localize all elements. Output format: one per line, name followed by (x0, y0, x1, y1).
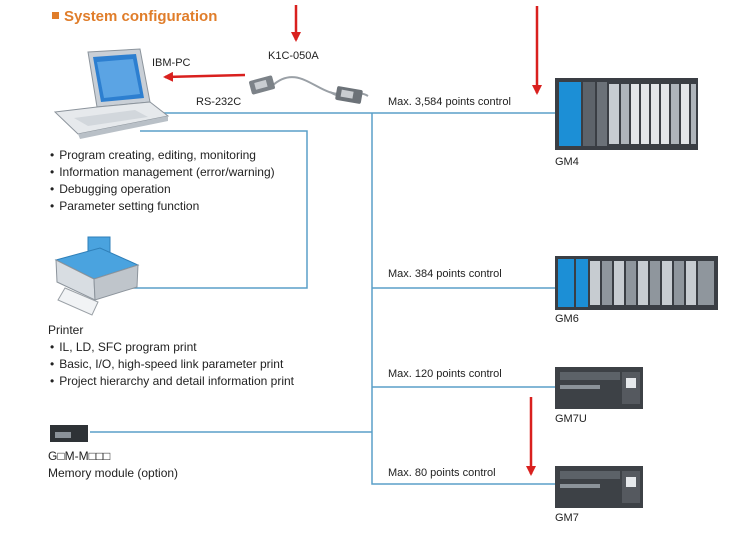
cable-icon (249, 75, 369, 104)
red-arrows (163, 5, 542, 476)
memory-code-label: G□M-M□□□ (48, 449, 111, 463)
memory-desc-label: Memory module (option) (48, 466, 179, 480)
list-item: Parameter setting function (50, 198, 275, 215)
line-printer (130, 130, 308, 289)
gm7-capacity-label: Max. 80 points control (388, 467, 496, 479)
memory-module-icon (50, 425, 88, 442)
printer-feature-list: IL, LD, SFC program print Basic, I/O, hi… (50, 339, 294, 390)
gm4-capacity-label: Max. 3,584 points control (388, 96, 511, 108)
title-bullet-icon (52, 11, 59, 19)
gm7-plc-icon (555, 466, 643, 508)
gm4-label: GM4 (555, 156, 579, 168)
list-item: Program creating, editing, monitoring (50, 147, 275, 164)
list-item: IL, LD, SFC program print (50, 339, 294, 356)
printer-icon (54, 236, 140, 316)
ibm-pc-label: IBM-PC (152, 57, 191, 69)
printer-label: Printer (48, 323, 84, 337)
cable-label: K1C-050A (268, 50, 319, 62)
gm7u-label: GM7U (555, 413, 587, 425)
gm6-plc-icon (555, 256, 718, 310)
connection-lines (90, 112, 555, 485)
list-item: Debugging operation (50, 181, 275, 198)
pc-feature-list: Program creating, editing, monitoring In… (50, 147, 275, 215)
list-item: Project hierarchy and detail information… (50, 373, 294, 390)
gm6-capacity-label: Max. 384 points control (388, 268, 502, 280)
gm7u-capacity-label: Max. 120 points control (388, 368, 502, 380)
rs232c-label: RS-232C (196, 96, 242, 108)
gm7u-plc-icon (555, 367, 643, 409)
gm4-plc-icon (555, 78, 698, 150)
arrow-ibmpc (163, 71, 246, 82)
list-item: Information management (error/warning) (50, 164, 274, 181)
line-bus-main (371, 113, 555, 485)
gm6-label: GM6 (555, 313, 579, 325)
page-title: System configuration (52, 8, 217, 25)
list-item: Basic, I/O, high-speed link parameter pr… (50, 356, 294, 373)
gm7-label: GM7 (555, 512, 579, 524)
title-text: System configuration (64, 8, 218, 25)
laptop-icon (53, 48, 170, 139)
